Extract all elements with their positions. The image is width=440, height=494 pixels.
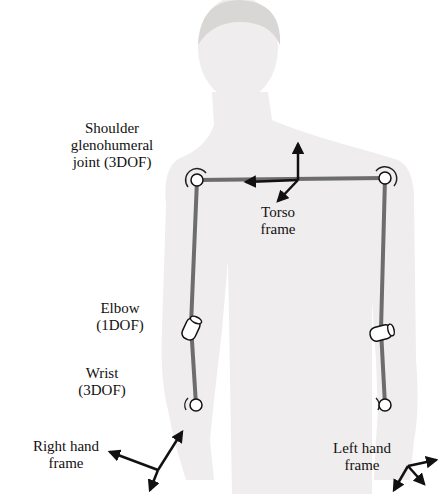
elbow-cylinders xyxy=(180,315,395,343)
part-label: Wrist (3DOF) xyxy=(70,365,134,399)
part-label: Right hand frame xyxy=(24,438,108,472)
part-label: Left hand frame xyxy=(322,440,402,474)
part-label: Torso frame xyxy=(250,204,306,238)
hair xyxy=(198,0,280,45)
link-lines xyxy=(191,178,385,405)
joint-brackets xyxy=(185,167,397,410)
part-label: Shoulder glenohumeral joint (3DOF) xyxy=(60,120,164,171)
joint-circles xyxy=(190,172,391,411)
part-label: Elbow (1DOF) xyxy=(88,300,152,334)
body-silhouette xyxy=(162,92,418,494)
frame-arrows xyxy=(110,144,436,490)
